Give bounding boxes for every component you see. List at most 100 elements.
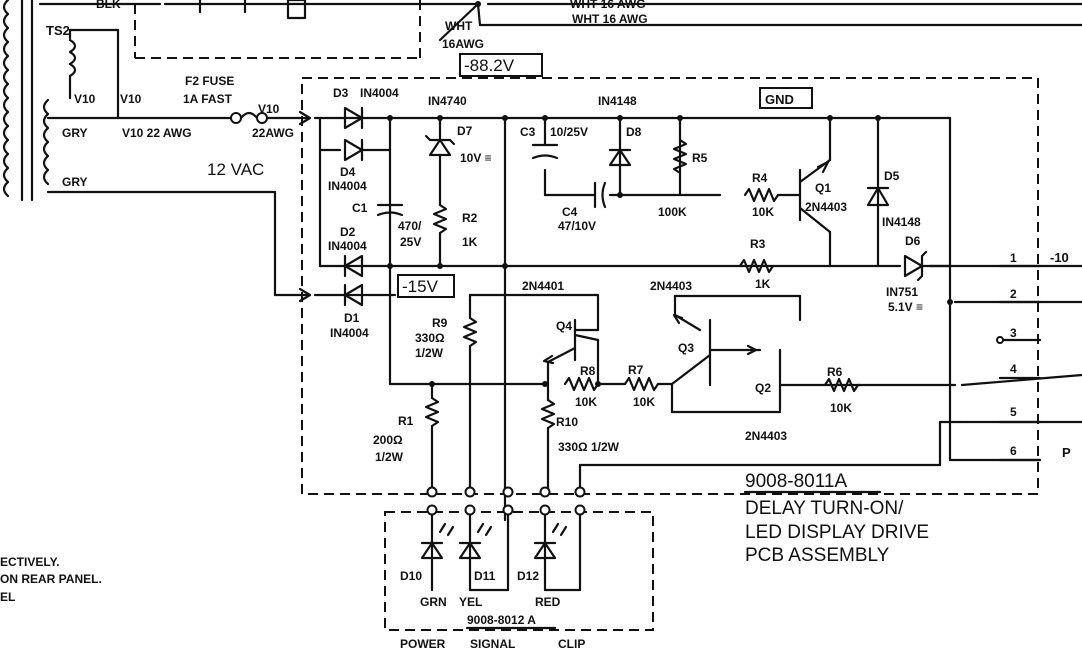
yel-label: YEL bbox=[459, 595, 482, 609]
assembly-line1: DELAY TURN-ON/ bbox=[745, 498, 904, 519]
r6-label: R6 bbox=[827, 365, 843, 379]
pin1-output: -10 bbox=[1050, 250, 1069, 265]
pin6-output: P bbox=[1062, 445, 1071, 460]
note-line3: EL bbox=[0, 590, 15, 604]
r6-value: 10K bbox=[830, 401, 852, 415]
grn-label: GRN bbox=[420, 595, 447, 609]
r10-value: 330Ω 1/2W bbox=[558, 440, 620, 454]
gnd-label: GND bbox=[765, 92, 794, 107]
voltage-15-label: -15V bbox=[402, 277, 439, 296]
d11-label: D11 bbox=[474, 569, 496, 583]
r1-value1: 200Ω bbox=[373, 433, 403, 447]
r10-label: R10 bbox=[556, 415, 578, 429]
r1-r10 bbox=[424, 381, 556, 494]
r2-value: 1K bbox=[462, 235, 478, 249]
voltage-box-88 bbox=[459, 53, 543, 77]
pin-6: 6 bbox=[1010, 444, 1017, 458]
gnd-box bbox=[759, 87, 813, 109]
pcb-outline-8012 bbox=[384, 511, 654, 631]
transformer-secondary-coil bbox=[42, 38, 77, 186]
r9-value1: 330Ω bbox=[415, 331, 445, 345]
d8-label: D8 bbox=[626, 125, 642, 139]
assembly-line2: LED DISPLAY DRIVE bbox=[745, 522, 929, 543]
wire-blk-label: BLK bbox=[96, 0, 121, 11]
c4-label: C4 bbox=[562, 205, 578, 219]
r7-value: 10K bbox=[633, 395, 655, 409]
d3-value: IN4004 bbox=[360, 86, 399, 100]
fuse-v10: V10 bbox=[258, 102, 280, 116]
in4740-label: IN4740 bbox=[428, 94, 467, 108]
q2-value: 2N4403 bbox=[745, 429, 787, 443]
power-label: POWER bbox=[400, 637, 446, 651]
pin-1: 1 bbox=[1010, 251, 1017, 265]
voltage-box-15 bbox=[397, 274, 455, 298]
r5-label: R5 bbox=[692, 151, 708, 165]
signal-label: SIGNAL bbox=[470, 637, 515, 651]
pin-2: 2 bbox=[1010, 287, 1017, 301]
r2-label: R2 bbox=[462, 211, 478, 225]
transformer-primary-coil bbox=[2, 0, 34, 202]
d2-label: D2 bbox=[340, 225, 356, 239]
pcb-outline-8011 bbox=[301, 77, 1039, 495]
r9-label: R9 bbox=[432, 316, 448, 330]
q4-type: 2N4401 bbox=[522, 279, 564, 293]
vac-label: 12 VAC bbox=[207, 160, 264, 179]
ts2-label: TS2 bbox=[46, 23, 70, 38]
r1-label: R1 bbox=[398, 414, 414, 428]
bridge-diodes bbox=[343, 106, 392, 307]
d1-label: D1 bbox=[344, 311, 360, 325]
d1-value: IN4004 bbox=[330, 326, 369, 340]
d6-label: D6 bbox=[905, 234, 921, 248]
q1-section bbox=[738, 158, 952, 282]
d5-value: IN4148 bbox=[882, 215, 921, 229]
connector-pins bbox=[998, 264, 1042, 462]
d5-label: D5 bbox=[884, 169, 900, 183]
note-line2: ON REAR PANEL. bbox=[0, 572, 102, 586]
r9-value2: 1/2W bbox=[415, 346, 444, 360]
pin-3: 3 bbox=[1010, 326, 1017, 340]
d7-label: D7 bbox=[457, 124, 473, 138]
wire-wht2-label: WHT 16 AWG bbox=[572, 12, 648, 26]
voltage-88-label: -88.2V bbox=[464, 56, 515, 75]
q4-section bbox=[462, 293, 600, 494]
v10-coil-label: V10 bbox=[74, 92, 96, 106]
ac-input-wiring bbox=[46, 28, 312, 303]
fuse-name: F2 FUSE bbox=[185, 74, 234, 88]
q1-label: Q1 bbox=[815, 181, 831, 195]
d2-value: IN4004 bbox=[328, 239, 367, 253]
d10-label: D10 bbox=[400, 569, 422, 583]
c1-d7-r2 bbox=[376, 116, 456, 268]
r8-label: R8 bbox=[580, 364, 596, 378]
main-buses bbox=[313, 115, 1082, 522]
v10-wire-label: V10 bbox=[120, 92, 142, 106]
red-label: RED bbox=[535, 595, 561, 609]
d4-value: IN4004 bbox=[328, 179, 367, 193]
c1-value1: 470/ bbox=[398, 219, 422, 233]
q2-q3-section bbox=[563, 294, 957, 414]
v10-awg-label: V10 22 AWG bbox=[122, 126, 192, 140]
r5-value: 100K bbox=[658, 205, 687, 219]
assembly-line3: PCB ASSEMBLY bbox=[745, 545, 890, 566]
note-line1: ECTIVELY. bbox=[0, 555, 60, 569]
r4-label: R4 bbox=[752, 171, 768, 185]
c4-value: 47/10V bbox=[558, 219, 596, 233]
gry2-label: GRY bbox=[62, 175, 88, 189]
q4-label: Q4 bbox=[556, 319, 572, 333]
r3-value: 1K bbox=[755, 277, 771, 291]
led-board bbox=[420, 513, 582, 592]
fuse-rating: 1A FAST bbox=[183, 92, 233, 106]
q2-label: Q2 bbox=[755, 381, 771, 395]
wire-wht-label: WHT bbox=[445, 19, 473, 33]
clip-label: CLIP bbox=[558, 637, 585, 651]
top-wiring bbox=[38, 0, 1082, 59]
r3-label: R3 bbox=[750, 237, 766, 251]
c1-value2: 25V bbox=[400, 235, 421, 249]
r1-value2: 1/2W bbox=[375, 450, 404, 464]
wire-awg16-label: 16AWG bbox=[442, 37, 484, 51]
r7-label: R7 bbox=[628, 363, 644, 377]
r4-value: 10K bbox=[752, 205, 774, 219]
wire-wht1-label: WHT 16 AWG bbox=[570, 0, 646, 11]
pin-5: 5 bbox=[1010, 405, 1017, 419]
gry1-label: GRY bbox=[62, 126, 88, 140]
